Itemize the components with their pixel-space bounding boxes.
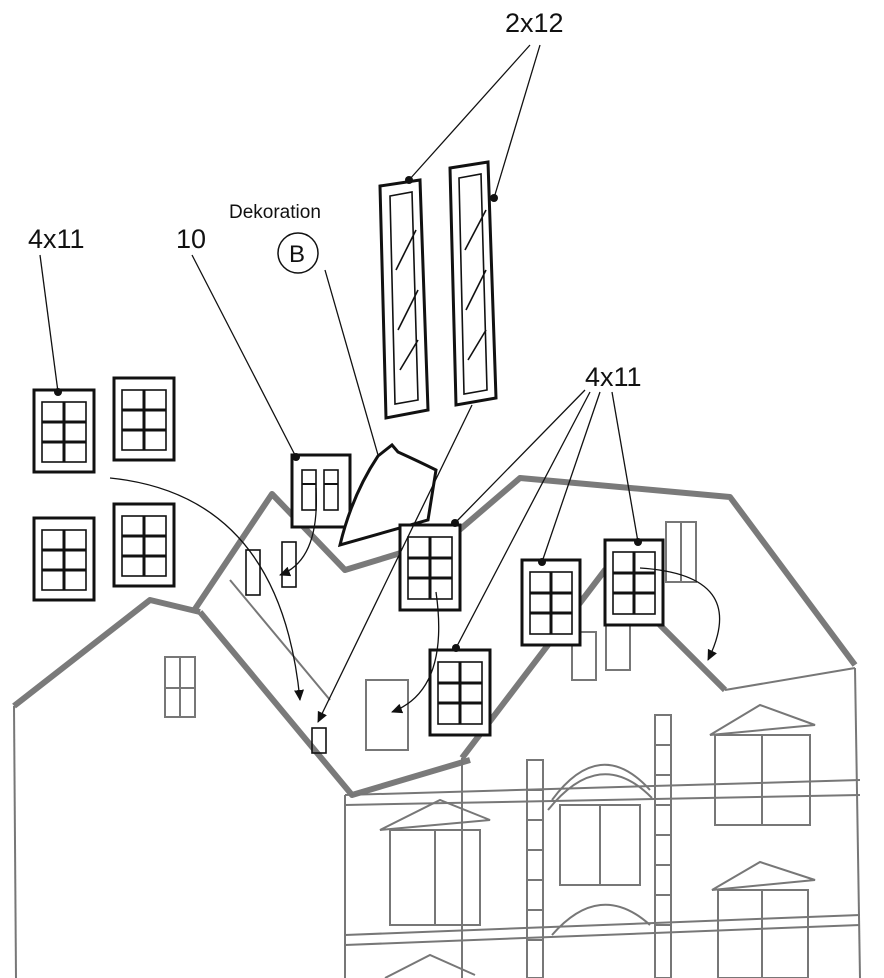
placement-arrows xyxy=(109,404,721,723)
label-2x12: 2x12 xyxy=(505,8,564,38)
window-part-4x11-group-left xyxy=(32,376,176,602)
left-gable-roofline xyxy=(12,597,201,709)
window-part-4x11 xyxy=(32,516,96,602)
label-4x11-right: 4x11 xyxy=(585,362,642,392)
pediment-window-2 xyxy=(709,703,816,826)
decoration-part-b xyxy=(337,442,438,548)
window-part-4x11 xyxy=(112,502,176,588)
pediment-window-3 xyxy=(711,860,816,978)
window-part-2x12 xyxy=(378,178,430,420)
pediment-window-1 xyxy=(379,798,491,926)
back-roofline xyxy=(448,475,858,667)
window-part-4x11-group-right xyxy=(398,523,665,737)
window-part-4x11 xyxy=(112,376,176,462)
building xyxy=(12,475,861,978)
window-part-2x12 xyxy=(448,160,498,407)
window-part-10 xyxy=(290,453,352,529)
label-b: B xyxy=(289,241,305,268)
roof-window-opening xyxy=(365,679,409,751)
window-part-4x11 xyxy=(520,558,582,647)
label-b-circle xyxy=(277,232,319,274)
middle-roofline xyxy=(190,491,451,614)
window-part-4x11 xyxy=(603,538,665,627)
quoin-column-left xyxy=(526,759,544,978)
quoin-column-right xyxy=(654,714,672,978)
label-10: 10 xyxy=(176,224,206,254)
window-part-4x11 xyxy=(32,388,96,474)
window-part-4x11 xyxy=(398,523,462,612)
label-dekoration: Dekoration xyxy=(229,202,321,223)
window-part-4x11 xyxy=(428,648,492,737)
leader-lines xyxy=(39,44,642,652)
label-4x11-left: 4x11 xyxy=(28,224,85,254)
front-gable xyxy=(459,567,728,760)
